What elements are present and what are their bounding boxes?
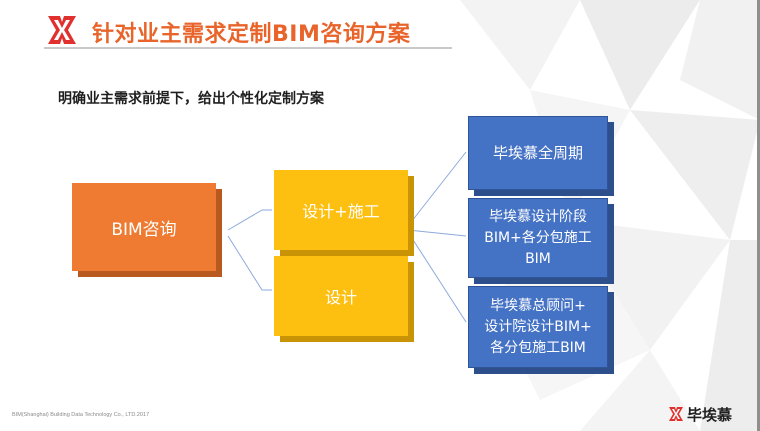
middle-node-label: 设计+施工	[302, 202, 380, 221]
leaf-node-design-phase: 毕埃慕设计阶段 BIM+各分包施工 BIM	[468, 198, 608, 278]
connector-middle-to-leaf-2	[407, 229, 467, 237]
connector-root-to-design-construction	[227, 209, 272, 231]
page-edge	[757, 0, 760, 431]
brand-logo-icon	[669, 407, 683, 421]
root-node-label: BIM咨询	[111, 219, 177, 240]
page-subtitle: 明确业主需求前提下，给出个性化定制方案	[58, 91, 324, 107]
copyright-text: BIM(Shanghai) Building Data Technology C…	[12, 412, 150, 418]
connector-middle-to-leaf-3	[407, 231, 467, 323]
middle-node-design: 设计	[274, 256, 408, 336]
leaf-node-label: 毕埃慕设计阶段 BIM+各分包施工 BIM	[484, 208, 592, 267]
leaf-node-general-consultant: 毕埃慕总顾问+ 设计院设计BIM+ 各分包施工BIM	[468, 286, 608, 368]
middle-node-design-construction: 设计+施工	[274, 170, 408, 250]
title-bar: 针对业主需求定制BIM咨询方案	[0, 12, 500, 52]
leaf-node-label: 毕埃慕总顾问+ 设计院设计BIM+ 各分包施工BIM	[484, 297, 592, 356]
connector-root-to-design	[227, 235, 272, 291]
brand-name: 毕埃慕	[687, 405, 733, 424]
middle-node-label: 设计	[324, 288, 357, 307]
company-logo-icon	[48, 16, 76, 44]
root-node-box: BIM咨询	[72, 183, 216, 271]
connector-middle-to-leaf-1	[407, 151, 467, 227]
leaf-node-full-cycle: 毕埃慕全周期	[468, 116, 608, 190]
leaf-node-label: 毕埃慕全周期	[492, 144, 583, 162]
page-title: 针对业主需求定制BIM咨询方案	[92, 22, 411, 47]
footer-brand: 毕埃慕	[668, 404, 732, 424]
title-underline	[44, 47, 452, 49]
